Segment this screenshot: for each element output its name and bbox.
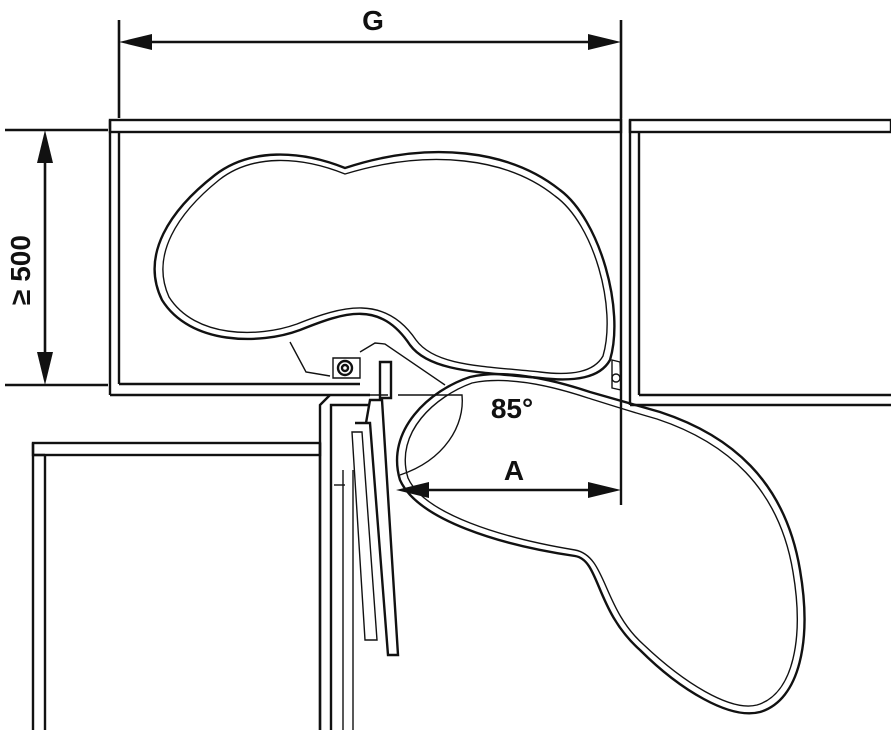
arrow-left-icon [119,34,152,50]
dimension-g [117,20,623,118]
depth-label: ≥ 500 [5,235,36,305]
swing-arc [398,394,463,476]
dimension-depth [5,128,108,387]
adjacent-right-cabinet [628,118,891,407]
angle-label: 85° [491,393,533,424]
upper-kidney-tray [153,150,622,391]
dimension-a [396,482,621,498]
arrow-left-icon [396,482,429,498]
door-profile [318,360,400,730]
width-label: G [362,5,384,36]
adjacent-left-cabinet [31,441,322,730]
offset-label: A [504,455,524,486]
lower-kidney-tray [395,372,806,715]
arrow-up-icon [37,130,53,163]
corner-cabinet-carcass [108,118,623,505]
arrow-down-icon [37,352,53,385]
arrow-right-icon [588,482,621,498]
arrow-right-icon [588,34,621,50]
